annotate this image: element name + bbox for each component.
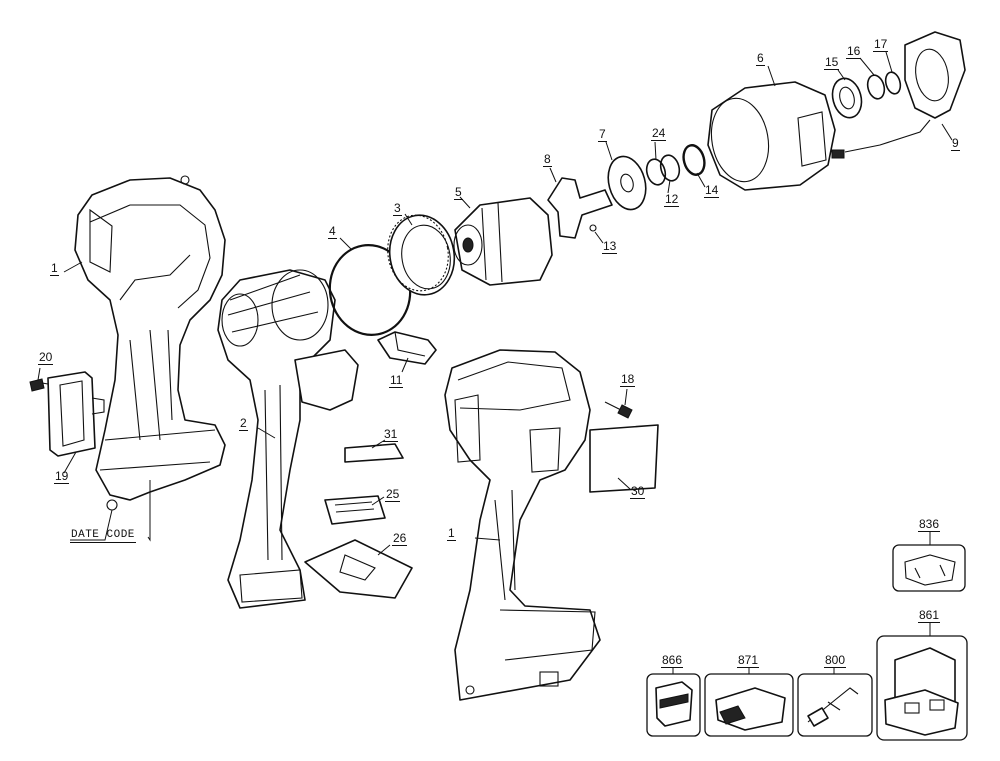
callout-8: 8 — [543, 152, 552, 167]
washer-16 — [866, 74, 886, 100]
callout-1-left: 1 — [50, 261, 59, 276]
callout-15: 15 — [824, 55, 840, 70]
nameplate — [589, 424, 659, 493]
date-code-label: DATE CODE — [70, 529, 136, 543]
nose-housing — [707, 81, 836, 191]
callout-836: 836 — [918, 517, 941, 532]
callout-25: 25 — [385, 487, 401, 502]
callout-800: 800 — [824, 653, 847, 668]
accessory-800 — [797, 673, 873, 737]
callout-7: 7 — [598, 127, 607, 142]
callout-17: 17 — [873, 37, 889, 52]
callout-18: 18 — [620, 372, 636, 387]
callout-3: 3 — [393, 201, 402, 216]
callout-11: 11 — [389, 373, 404, 388]
callout-12: 12 — [664, 192, 680, 207]
callout-866: 866 — [661, 653, 684, 668]
housing-screw — [604, 401, 633, 419]
callout-5: 5 — [454, 185, 463, 200]
housing-half-left — [74, 175, 226, 511]
retaining-ring-12 — [659, 154, 681, 182]
leader-lines — [37, 51, 953, 674]
callout-31: 31 — [383, 427, 399, 442]
callout-30: 30 — [630, 484, 646, 499]
callout-4: 4 — [328, 224, 337, 239]
callout-6: 6 — [756, 51, 765, 66]
accessory-861 — [876, 635, 968, 741]
label-strip — [344, 443, 404, 463]
accessory-866 — [646, 673, 701, 737]
callout-13: 13 — [602, 239, 618, 254]
steel-ball — [589, 224, 597, 232]
accessory-871 — [704, 673, 794, 737]
callout-2: 2 — [239, 416, 248, 431]
assembled-impact-driver — [444, 349, 601, 701]
led-light-ring — [831, 31, 966, 159]
spring-ring-14 — [682, 144, 706, 176]
switch-label — [324, 495, 386, 525]
ring-gear — [387, 214, 456, 296]
ring-17 — [884, 71, 902, 95]
callout-9: 9 — [951, 136, 960, 151]
control-board — [304, 539, 413, 599]
callout-14: 14 — [704, 183, 720, 198]
callout-1-right: 1 — [447, 526, 456, 541]
belt-clip — [47, 371, 105, 457]
gear-carrier-assembly — [453, 197, 553, 286]
callout-861: 861 — [918, 608, 941, 623]
callout-16: 16 — [846, 44, 862, 59]
washer — [607, 155, 647, 211]
wire-bracket — [377, 331, 437, 365]
callout-871: 871 — [737, 653, 760, 668]
hammer-cam — [547, 177, 613, 239]
callout-20: 20 — [38, 350, 54, 365]
accessory-836 — [892, 544, 966, 592]
bearing — [831, 77, 863, 119]
callout-19: 19 — [54, 469, 70, 484]
callout-24: 24 — [651, 126, 667, 141]
retaining-ring-24 — [645, 158, 667, 186]
callout-26: 26 — [392, 531, 408, 546]
